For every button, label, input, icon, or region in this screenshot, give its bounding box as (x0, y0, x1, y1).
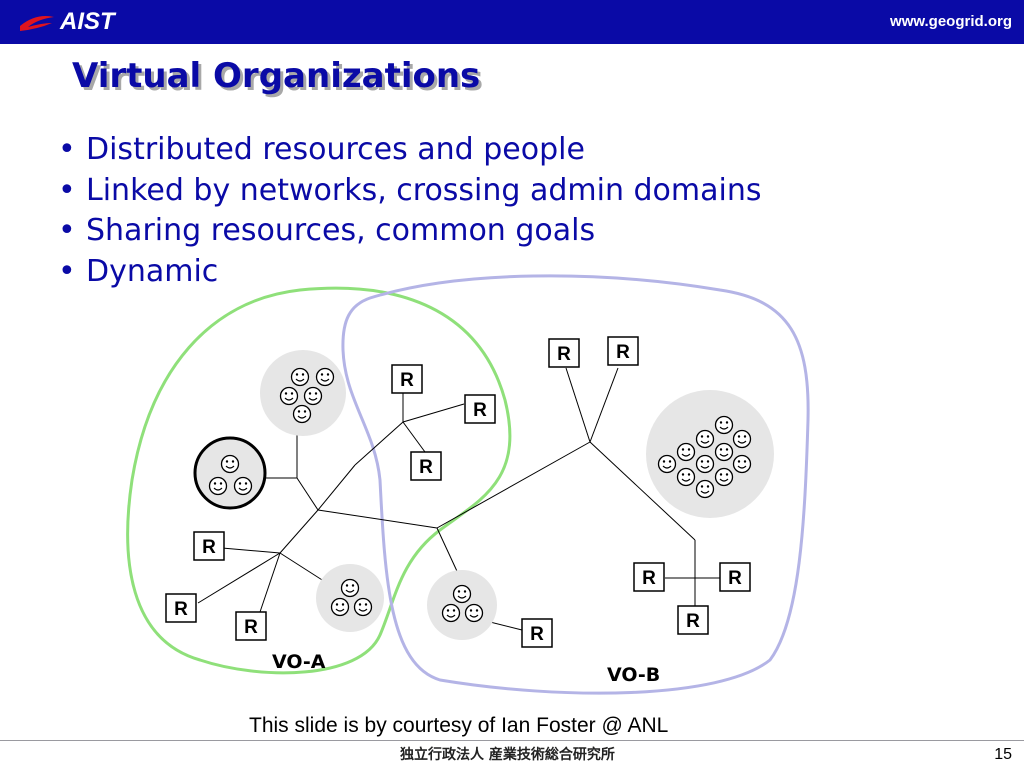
resource-label: R (728, 568, 742, 589)
courtesy-note: This slide is by courtesy of Ian Foster … (249, 714, 669, 737)
slide-title: Virtual Organizations (72, 56, 481, 96)
vo-b-label: VO-B (607, 664, 660, 686)
bullet-text: Sharing resources, common goals (86, 213, 596, 248)
smiley-icon (464, 603, 484, 623)
resource-label: R (244, 617, 258, 638)
resource-label: R (400, 370, 414, 391)
smiley-icon (290, 367, 310, 387)
smiley-icon (353, 597, 373, 617)
resource-label: R (419, 457, 433, 478)
resource-label: R (616, 342, 630, 363)
smiley-icon (220, 454, 240, 474)
aist-swoosh-icon (20, 16, 54, 31)
resource-node: R (607, 336, 639, 366)
smiley-icon (714, 415, 734, 435)
resource-node: R (677, 605, 709, 635)
smiley-icon (676, 467, 696, 487)
resource-nodes: R R R R R R R R R R R R (165, 336, 751, 648)
resource-node: R (521, 618, 553, 648)
resource-node: R (410, 451, 442, 481)
page-number: 15 (994, 746, 1012, 763)
footer-divider (0, 740, 1024, 741)
bullet-text: Linked by networks, crossing admin domai… (86, 172, 762, 208)
bullet-marker: • (58, 132, 76, 167)
bullet-item: • Distributed resources and people (58, 130, 762, 171)
bullet-list: • Distributed resources and people • Linke… (58, 130, 762, 292)
resource-label: R (202, 537, 216, 558)
smiley-icon (695, 479, 715, 499)
resource-node: R (235, 611, 267, 641)
resource-label: R (530, 624, 544, 645)
resource-label: R (642, 568, 656, 589)
network-links (197, 367, 722, 631)
people-group-5 (646, 390, 774, 518)
smiley-icon (732, 429, 752, 449)
footer-org-name: 独立行政法人 産業技術総合研究所 (400, 747, 615, 763)
smiley-icon (732, 454, 752, 474)
resource-label: R (174, 599, 188, 620)
bullet-text: Dynamic (86, 253, 219, 289)
aist-logo[interactable]: AIST (18, 7, 115, 37)
smiley-icon (233, 476, 253, 496)
smiley-icon (315, 367, 335, 387)
bullet-marker: • (58, 213, 76, 248)
header-bar: AIST www.geogrid.org (0, 0, 1024, 44)
bullet-marker: • (58, 172, 76, 208)
smiley-icon (292, 404, 312, 424)
resource-label: R (686, 611, 700, 632)
smiley-icon (279, 386, 299, 406)
resource-label: R (473, 400, 487, 421)
smiley-people (208, 367, 752, 623)
smiley-icon (441, 603, 461, 623)
resource-node: R (633, 562, 665, 592)
site-url-link[interactable]: www.geogrid.org (890, 13, 1012, 30)
resource-label: R (557, 344, 571, 365)
bullet-item: • Dynamic (58, 252, 762, 293)
smiley-icon (340, 578, 360, 598)
resource-node: R (391, 364, 423, 394)
smiley-icon (714, 442, 734, 462)
smiley-icon (452, 584, 472, 604)
smiley-icon (714, 467, 734, 487)
bullet-item: • Linked by networks, crossing admin doma… (58, 171, 762, 212)
smiley-icon (695, 454, 715, 474)
smiley-icon (303, 386, 323, 406)
smiley-icon (208, 476, 228, 496)
bullet-item: • Sharing resources, common goals (58, 211, 762, 252)
people-group-4 (427, 570, 497, 640)
resource-node: R (719, 562, 751, 592)
bullet-marker: • (58, 253, 76, 289)
bullet-text: Distributed resources and people (86, 132, 585, 167)
smiley-icon (330, 597, 350, 617)
vo-a-boundary (126, 286, 512, 675)
smiley-icon (657, 454, 677, 474)
logo-text: AIST (60, 8, 115, 35)
resource-node: R (548, 338, 580, 368)
people-group-1 (260, 350, 346, 436)
vo-b-boundary (341, 274, 810, 695)
resource-node: R (165, 593, 197, 623)
smiley-icon (676, 442, 696, 462)
smiley-icon (695, 429, 715, 449)
people-group-3 (316, 564, 384, 632)
vo-a-label: VO-A (272, 651, 326, 673)
resource-node: R (464, 394, 496, 424)
resource-node: R (193, 531, 225, 561)
